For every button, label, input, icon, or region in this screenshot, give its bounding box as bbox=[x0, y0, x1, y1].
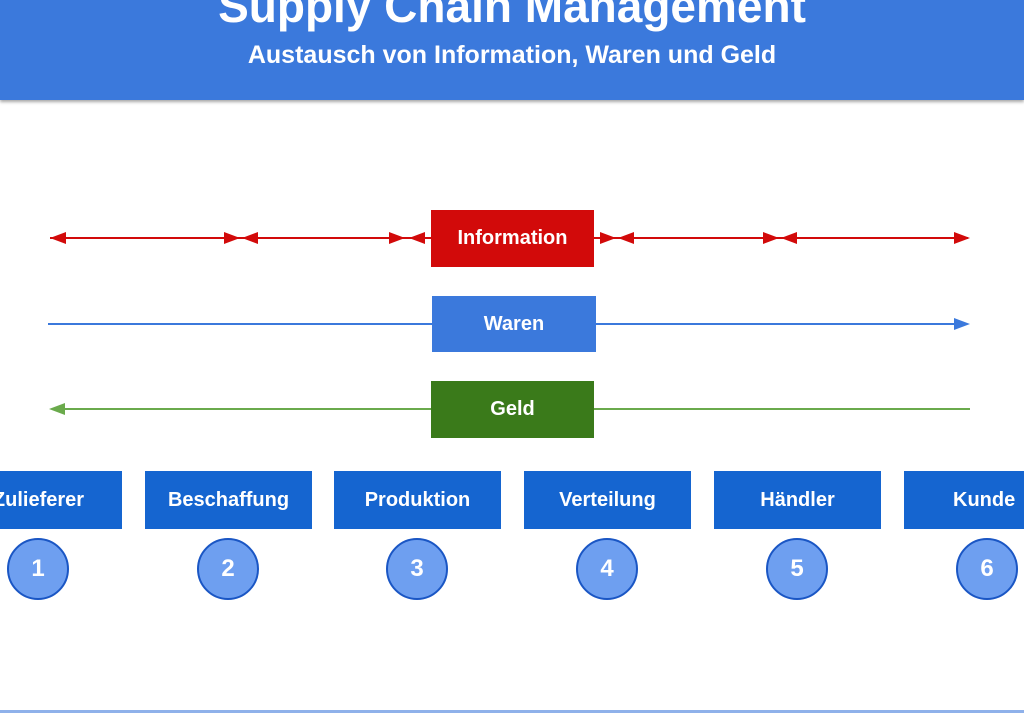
stage-number-4: 4 bbox=[576, 538, 638, 600]
page-title: Supply Chain Management bbox=[218, 0, 806, 32]
stage-box-kunde: Kunde bbox=[904, 471, 1024, 529]
stage-number-2: 2 bbox=[197, 538, 259, 600]
page-subtitle: Austausch von Information, Waren und Gel… bbox=[247, 41, 777, 69]
goods-flow-label: Waren bbox=[432, 296, 596, 352]
stage-box-haendler: Händler bbox=[714, 471, 881, 529]
header-banner: Supply Chain Management Austausch von In… bbox=[0, 0, 1024, 100]
stage-number-6: 6 bbox=[956, 538, 1018, 600]
information-flow-label: Information bbox=[431, 210, 594, 267]
money-flow-label: Geld bbox=[431, 381, 594, 438]
stage-box-verteilung: Verteilung bbox=[524, 471, 691, 529]
stage-number-3: 3 bbox=[386, 538, 448, 600]
stage-box-zulieferer: Zulieferer bbox=[0, 471, 122, 529]
stage-box-produktion: Produktion bbox=[334, 471, 501, 529]
stage-box-beschaffung: Beschaffung bbox=[145, 471, 312, 529]
stage-number-1: 1 bbox=[7, 538, 69, 600]
stage-number-5: 5 bbox=[766, 538, 828, 600]
bottom-divider bbox=[0, 710, 1024, 713]
